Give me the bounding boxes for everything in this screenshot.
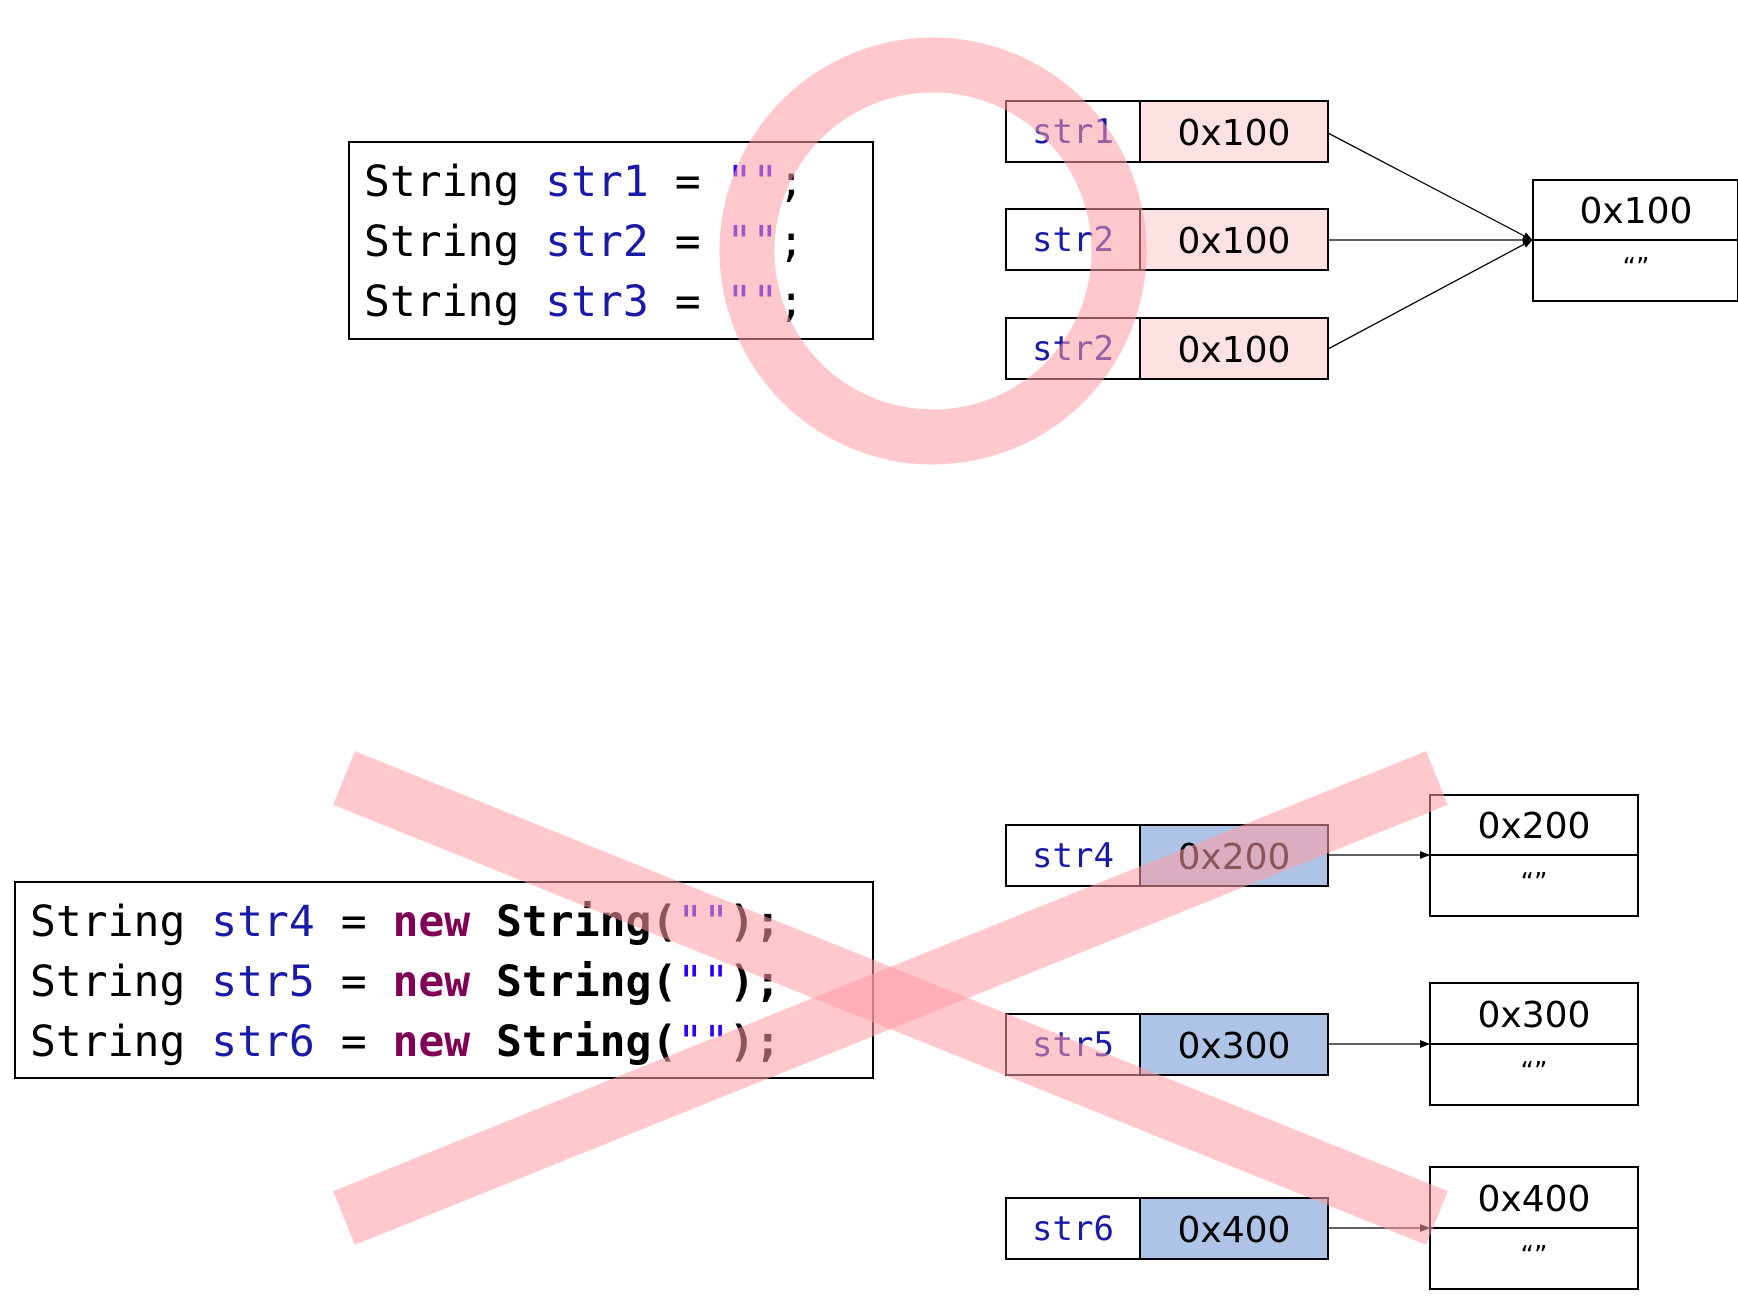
constructor-call: String( [496, 1017, 677, 1067]
object-value: “” [1521, 868, 1548, 898]
bottom-section: String str4 = new String(""); String str… [14, 751, 1639, 1290]
type-keyword: String [364, 277, 519, 327]
object-address: 0x300 [1478, 995, 1591, 1036]
top-heap-object: 0x100 “” [1532, 179, 1738, 302]
arrow-line [1327, 132, 1533, 241]
variable-name: str1 [545, 157, 649, 207]
top-section: String str1 = ""; String str2 = ""; Stri… [348, 37, 1738, 465]
string-literal: "" [677, 957, 729, 1007]
ref-address: 0x100 [1178, 113, 1291, 154]
type-keyword: String [30, 1017, 185, 1067]
circle-icon [719, 37, 1147, 465]
ref-address: 0x100 [1178, 330, 1291, 371]
constructor-call: String( [496, 957, 677, 1007]
object-value: “” [1623, 253, 1650, 283]
variable-name: str4 [211, 897, 315, 947]
cross-icon [333, 751, 1448, 1245]
assign-operator: = [341, 1017, 367, 1067]
ref-name: str4 [1032, 836, 1114, 876]
arrow-line [1327, 239, 1533, 350]
object-address: 0x200 [1478, 806, 1591, 847]
top-ref-2: str2 0x100 [1005, 208, 1329, 271]
ref-address: 0x100 [1178, 221, 1291, 262]
ref-address: 0x300 [1178, 1026, 1291, 1067]
new-keyword: new [392, 897, 470, 947]
bottom-heap-object-3: 0x400 “” [1429, 1166, 1639, 1290]
svg-text:String str5 = new String("");: String str5 = new String(""); [30, 957, 781, 1007]
assign-operator: = [341, 957, 367, 1007]
assign-operator: = [675, 157, 701, 207]
assign-operator: = [675, 277, 701, 327]
object-value: “” [1521, 1241, 1548, 1271]
variable-name: str5 [211, 957, 315, 1007]
variable-name: str6 [211, 1017, 315, 1067]
variable-name: str2 [545, 217, 649, 267]
variable-name: str3 [545, 277, 649, 327]
new-keyword: new [392, 957, 470, 1007]
type-keyword: String [30, 957, 185, 1007]
semicolon: ; [778, 217, 804, 267]
type-keyword: String [30, 897, 185, 947]
bottom-ref-3: str6 0x400 [1005, 1197, 1329, 1260]
new-keyword: new [392, 1017, 470, 1067]
object-value: “” [1521, 1057, 1548, 1087]
bottom-heap-object-1: 0x200 “” [1429, 794, 1639, 917]
type-keyword: String [364, 157, 519, 207]
bottom-code-line-2: String str5 = new String(""); [30, 957, 781, 1007]
bottom-heap-object-2: 0x300 “” [1429, 982, 1639, 1106]
type-keyword: String [364, 217, 519, 267]
assign-operator: = [675, 217, 701, 267]
object-address: 0x100 [1580, 191, 1693, 232]
ref-name: str6 [1032, 1209, 1114, 1249]
ref-address: 0x400 [1178, 1210, 1291, 1251]
object-address: 0x400 [1478, 1179, 1591, 1220]
assign-operator: = [341, 897, 367, 947]
